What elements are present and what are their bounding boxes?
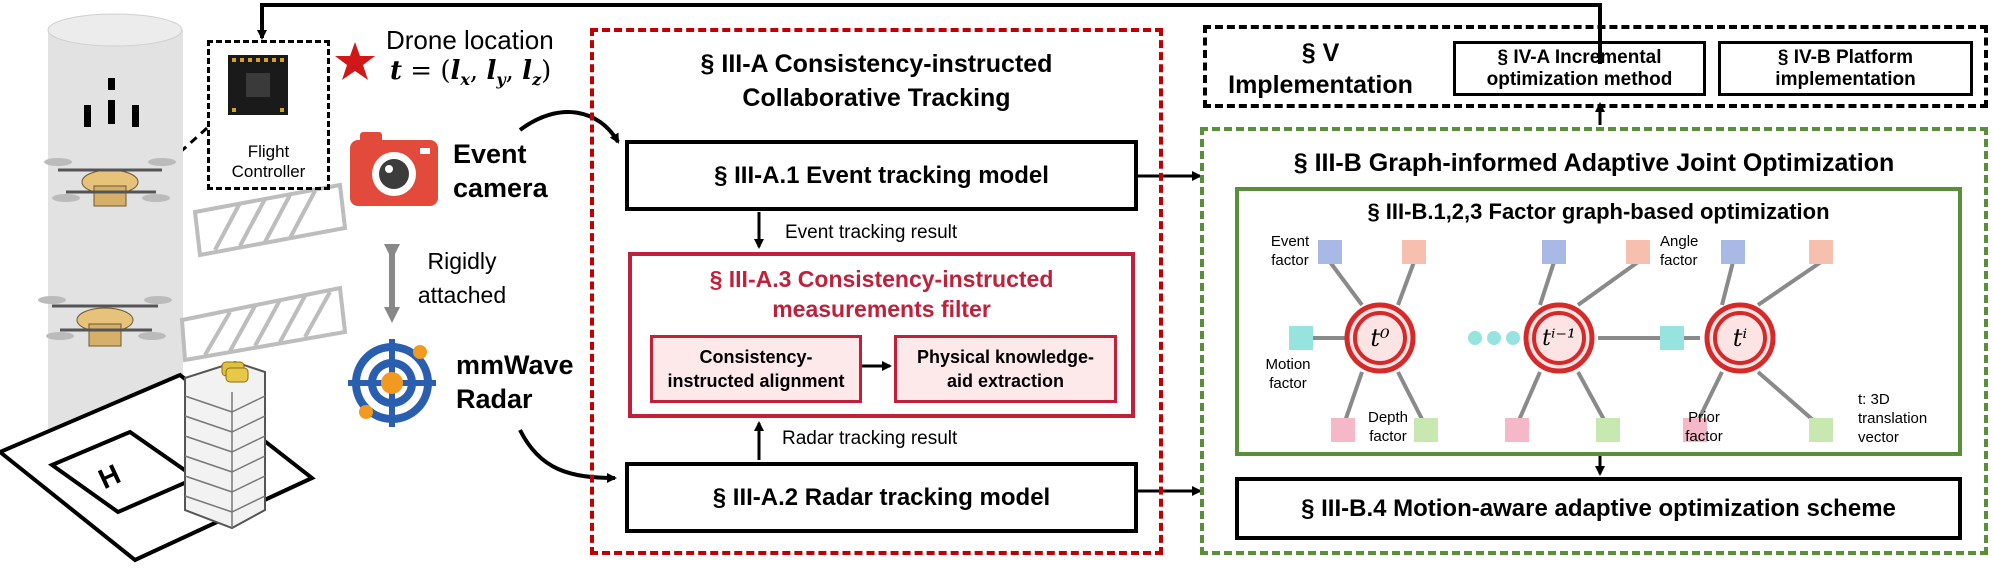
flight-controller-board-icon: [228, 55, 288, 115]
incremental-optimization-box: § IV-A Incremental optimization method: [1453, 41, 1706, 96]
prior-factor-label: Prior factor: [1685, 409, 1723, 445]
depth-factor-square: [1331, 418, 1355, 442]
section-b-title: § III-B Graph-informed Adaptive Joint Op…: [1293, 148, 1895, 177]
factor-graph-title: § III-B.1,2,3 Factor graph-based optimiz…: [1367, 199, 1830, 224]
drone-upper-icon: [44, 158, 176, 207]
motion-scheme-box: § III-B.4 Motion-aware adaptive optimiza…: [1235, 477, 1962, 540]
star-icon: [335, 42, 375, 80]
angle-factor-square: [1402, 240, 1426, 264]
feedback-arrow: [257, 3, 1602, 64]
variable-node: [1523, 302, 1595, 374]
event-factor-label: Event factor: [1270, 233, 1310, 269]
section-v-container: [1203, 25, 1988, 108]
section-b-container: [1200, 127, 1988, 555]
sensor-beam-upper: [192, 182, 348, 258]
radar-icon: [348, 339, 436, 427]
radar-tracking-model-box: § III-A.2 Radar tracking model: [625, 462, 1138, 533]
filter-title: § III-A.3 Consistency-instructed measure…: [709, 266, 1054, 322]
variable-node: [1704, 302, 1776, 374]
camera-icon: [350, 132, 438, 206]
event-tracking-result-label: Event tracking result: [785, 222, 958, 243]
drone-location-formula: t = (lx, ly, lz): [390, 56, 552, 90]
flight-controller-box: [207, 40, 330, 190]
scene-illustration: H: [0, 13, 438, 563]
variable-node: [1344, 302, 1416, 374]
mmwave-radar-label: mmWave Radar: [456, 350, 574, 414]
motion-factor-square: [1289, 326, 1313, 350]
factor-graph-box: [1235, 187, 1962, 456]
depth-factor-label: Depth factor: [1367, 409, 1409, 445]
drone-lower-icon: [38, 296, 172, 347]
platform-implementation-box: § IV-B Platform implementation: [1718, 41, 1973, 96]
node-label-ti-1: tⁱ⁻¹: [1542, 325, 1576, 351]
prior-factor-square: [1414, 418, 1438, 442]
factor-nodes: [1289, 240, 1833, 442]
filter-box: [628, 252, 1135, 418]
event-factor-square: [1318, 240, 1342, 264]
sensor-beam-lower: [179, 285, 348, 363]
node-label-ti: tⁱ: [1732, 324, 1748, 352]
section-a-container: [590, 28, 1163, 555]
event-tracking-model-box: § III-A.1 Event tracking model: [625, 140, 1138, 211]
flight-controller-label: Flight Controller: [231, 142, 306, 181]
section-v-implementation: § V Implementation: [1228, 39, 1413, 99]
camera-to-model-arrow: [518, 110, 620, 144]
ellipsis-dot: [1506, 331, 1520, 345]
extraction-box: Physical knowledge-aid extraction: [894, 335, 1117, 403]
ellipsis-dot: [1468, 331, 1482, 345]
t-note-text: t: 3D translation vector: [1858, 391, 1928, 446]
alignment-box: Consistency-instructed alignment: [650, 335, 862, 403]
section-a-title: § III-A Consistency-instructed Collabora…: [700, 50, 1053, 112]
motion-factor-label: Motion factor: [1265, 356, 1311, 392]
radar-to-model-arrow: [518, 429, 617, 483]
t-note-label: t: 3D translation vector: [1858, 390, 1938, 447]
node-label-t0: t⁰: [1370, 324, 1390, 352]
radar-tracking-result-label: Radar tracking result: [782, 428, 958, 449]
rigidly-attached-label: Rigidly attached: [417, 248, 507, 308]
drone-location-label: Drone location: [386, 25, 554, 55]
event-camera-label: Event camera: [453, 139, 548, 203]
ellipsis-dot: [1487, 331, 1501, 345]
angle-factor-label: Angle factor: [1660, 233, 1699, 269]
